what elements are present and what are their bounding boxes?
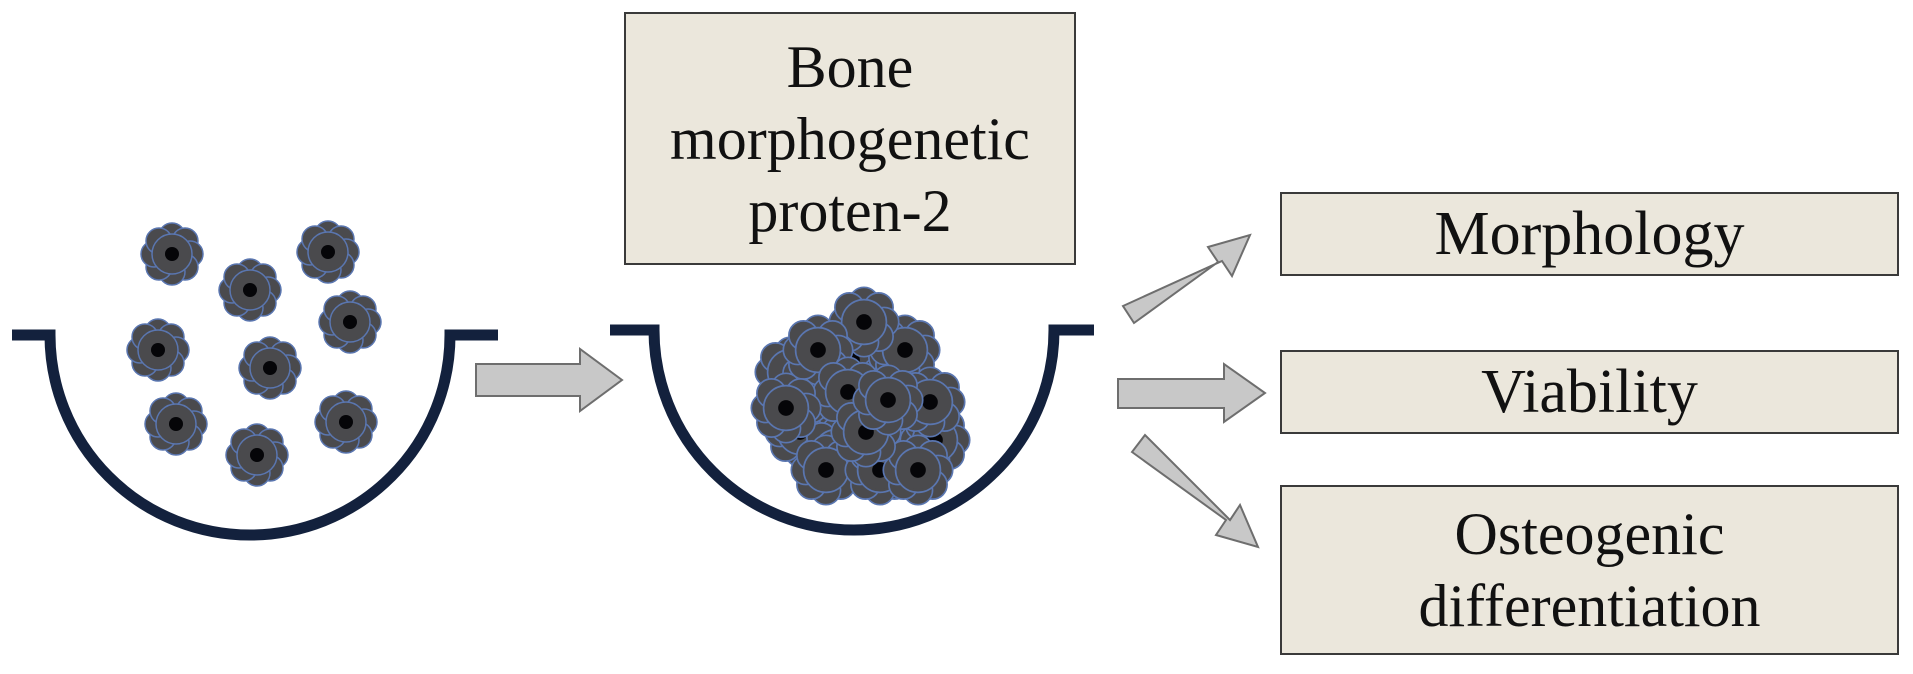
cell-nucleus: [321, 245, 335, 259]
cell-nucleus: [778, 400, 794, 416]
cell-nucleus: [263, 361, 277, 375]
cell-nucleus: [165, 247, 179, 261]
spheroid-cell: [828, 286, 900, 358]
single-cell: [296, 220, 360, 284]
outcome-morphology-box: Morphology: [1280, 192, 1899, 276]
bmp2-label: Bone morphogenetic proten-2: [670, 33, 1030, 244]
outcome-morphology-label: Morphology: [1434, 200, 1745, 268]
spheroid-cell: [782, 314, 854, 386]
cell-nucleus: [339, 415, 353, 429]
outcome-viability-label: Viability: [1481, 358, 1698, 426]
well-right: [610, 324, 1094, 536]
cell-nucleus: [343, 315, 357, 329]
cell-nucleus: [897, 342, 913, 358]
spheroid-cell: [852, 364, 924, 436]
well-right-shape: [610, 324, 1094, 536]
outcome-viability-box: Viability: [1280, 350, 1899, 434]
bmp2-treatment-box: Bone morphogenetic proten-2: [624, 12, 1076, 265]
spheroid-cluster: [750, 286, 971, 506]
cell-nucleus: [243, 283, 257, 297]
cell-nucleus: [250, 448, 264, 462]
single-cell: [318, 290, 382, 354]
cell-nucleus: [922, 394, 938, 410]
single-cell: [218, 258, 282, 322]
cell-nucleus: [880, 392, 896, 408]
process-arrow: [475, 347, 624, 413]
spheroid-cell: [869, 314, 941, 386]
outcome-osteogenic-label: Osteogenic differentiation: [1418, 501, 1761, 639]
well-left-shape: [12, 329, 498, 541]
cell-nucleus: [151, 343, 165, 357]
outcome-osteogenic-box: Osteogenic differentiation: [1280, 485, 1899, 655]
cell-nucleus: [810, 342, 826, 358]
arrow-to-morphology: [1121, 233, 1252, 325]
arrow-to-osteogenic: [1130, 433, 1260, 549]
spheroid-cell: [750, 372, 822, 444]
spheroid-cell: [790, 434, 862, 506]
cell-nucleus: [910, 462, 926, 478]
cell-nucleus: [818, 462, 834, 478]
single-cell: [314, 390, 378, 454]
single-cell: [225, 423, 289, 487]
arrow-to-viability: [1117, 362, 1267, 424]
well-left: [12, 329, 498, 541]
cell-nucleus: [856, 314, 872, 330]
spheroid-cell: [882, 434, 954, 506]
single-cell: [126, 318, 190, 382]
single-cells-group: [126, 220, 382, 487]
single-cell: [140, 222, 204, 286]
single-cell: [238, 336, 302, 400]
cell-nucleus: [169, 417, 183, 431]
cell-nucleus: [840, 384, 856, 400]
single-cell: [144, 392, 208, 456]
